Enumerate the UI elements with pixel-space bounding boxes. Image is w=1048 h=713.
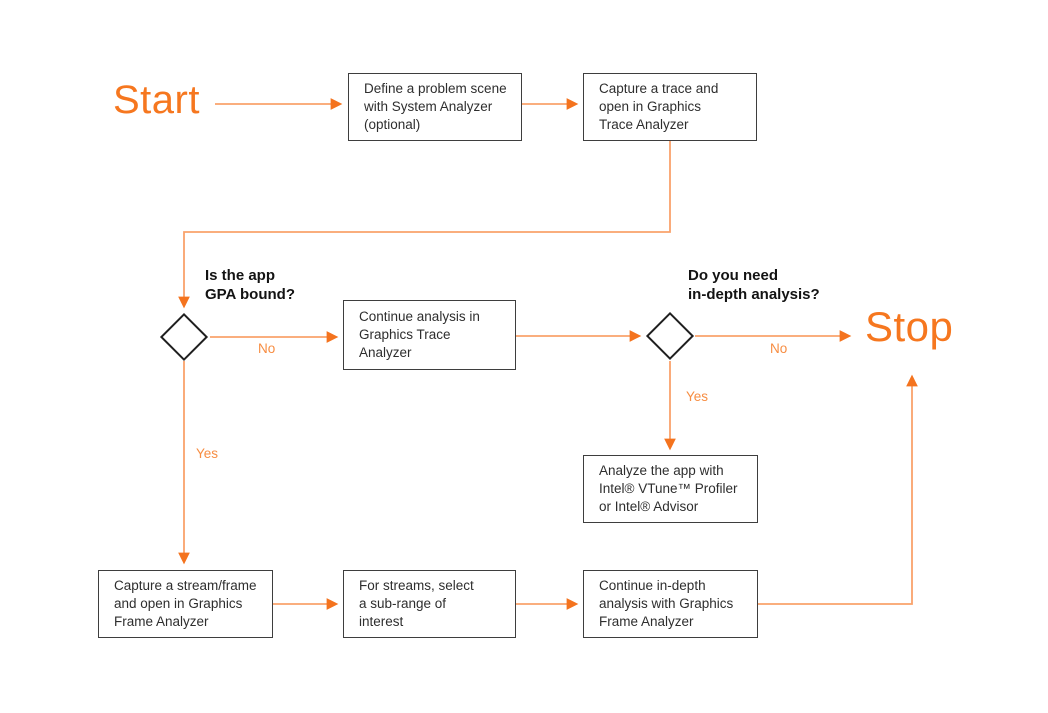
flow-box-define-scene: Define a problem scene with System Analy… [348,73,522,141]
flow-box-select-subrange-text: For streams, select a sub-range of inter… [359,578,474,629]
connector-continue-frame-to-stop [758,374,918,605]
flow-box-capture-trace-text: Capture a trace and open in Graphics Tra… [599,81,719,132]
flow-box-analyze-vtune: Analyze the app with Intel® VTune™ Profi… [583,455,758,523]
decision-gpa-bound-diamond [159,312,209,362]
flow-box-analyze-vtune-text: Analyze the app with Intel® VTune™ Profi… [599,463,738,514]
decision-in-depth-diamond [645,311,695,361]
flow-box-capture-stream: Capture a stream/frame and open in Graph… [98,570,273,638]
flow-box-continue-frame: Continue in-depth analysis with Graphics… [583,570,758,638]
stop-label: Stop [865,303,954,350]
flow-box-continue-trace: Continue analysis in Graphics Trace Anal… [343,300,516,370]
flow-box-continue-trace-text: Continue analysis in Graphics Trace Anal… [359,309,480,360]
flow-box-continue-frame-text: Continue in-depth analysis with Graphics… [599,578,734,629]
flow-box-capture-trace: Capture a trace and open in Graphics Tra… [583,73,757,141]
edge-label-gpa-bound-no: No [258,341,276,356]
decision-in-depth-question: Do you need in-depth analysis? [688,267,820,303]
edge-label-in-depth-yes: Yes [686,389,709,404]
start-label: Start [113,78,200,122]
flow-box-select-subrange: For streams, select a sub-range of inter… [343,570,516,638]
flow-box-capture-stream-text: Capture a stream/frame and open in Graph… [114,578,257,629]
flow-box-define-scene-text: Define a problem scene with System Analy… [364,81,507,132]
decision-gpa-bound-question: Is the app GPA bound? [205,267,295,303]
edge-label-in-depth-no: No [770,341,788,356]
edge-label-gpa-bound-yes: Yes [196,446,219,461]
